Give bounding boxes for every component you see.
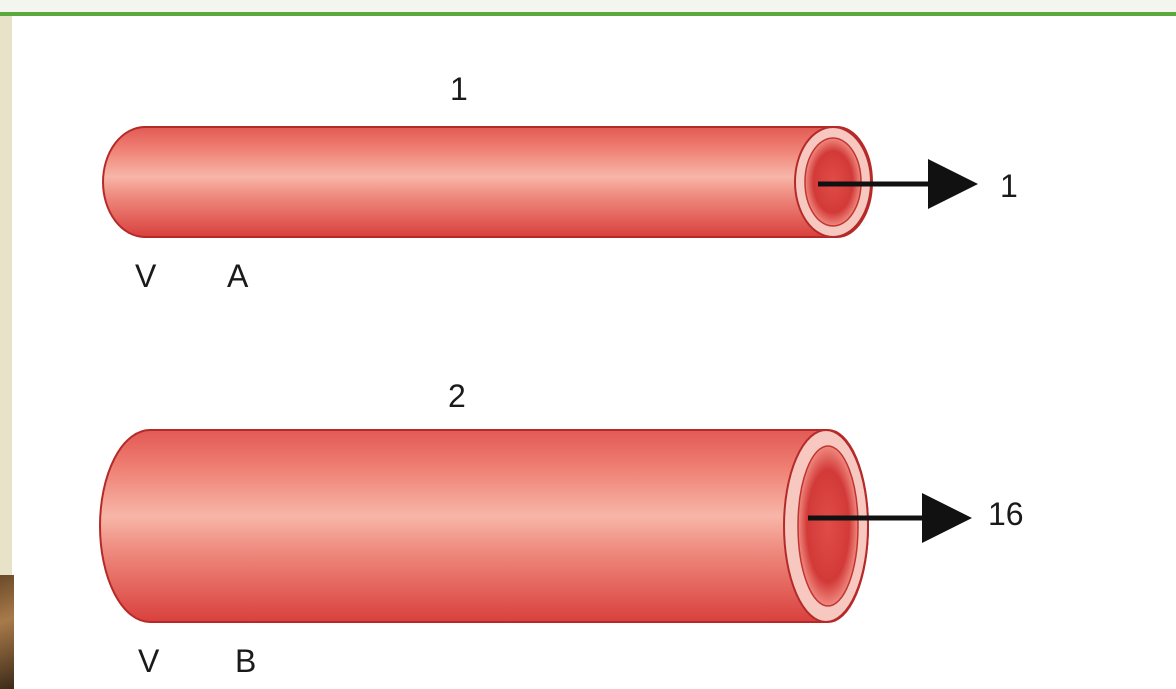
vessel-2-flow-value: 16 bbox=[988, 498, 1024, 530]
vessel-2-number-label: 2 bbox=[448, 380, 466, 412]
vessel-1-right-label: A bbox=[227, 260, 248, 292]
vessel-2-left-label: V bbox=[138, 645, 159, 677]
vessel-2-body bbox=[100, 430, 868, 622]
vessel-1 bbox=[103, 127, 958, 237]
vessel-1-flow-value: 1 bbox=[1000, 170, 1018, 202]
vessel-1-body bbox=[103, 127, 872, 237]
vessel-2-lumen bbox=[798, 446, 858, 606]
vessel-1-number-label: 1 bbox=[450, 73, 468, 105]
vessel-2 bbox=[100, 430, 952, 622]
vessel-2-right-label: B bbox=[235, 645, 256, 677]
vessel-1-left-label: V bbox=[135, 260, 156, 292]
